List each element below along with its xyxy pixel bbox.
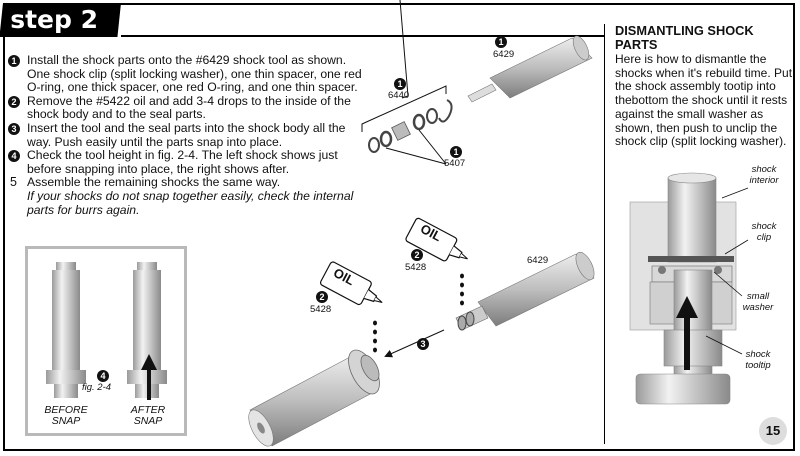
oil-right-part: 5428	[405, 262, 427, 273]
dismantle-diagram	[629, 172, 749, 405]
step-3-text: Insert the tool and the seal parts into …	[27, 120, 346, 149]
oil-drops-left	[373, 320, 377, 353]
label-small-washer: small washer	[742, 291, 774, 313]
set-6440-marker: 1	[394, 78, 406, 90]
step-4-marker: 4	[8, 150, 20, 163]
step-1-marker: 1	[8, 55, 20, 67]
insert-arrow	[384, 329, 445, 358]
shock-tool-6429	[467, 35, 593, 103]
step-5-note: If your shocks do not snap together easi…	[27, 188, 354, 217]
oil-left-marker: 2	[316, 291, 328, 303]
oil-left-part: 5428	[310, 304, 332, 315]
label-shock-clip: shock clip	[751, 221, 777, 243]
push-up-arrow-icon	[676, 296, 698, 370]
after-snap-shock	[127, 262, 167, 400]
before-snap-label: BEFORE SNAP	[44, 404, 88, 427]
set-6440-label: 6440	[388, 90, 410, 101]
step-1: 1 Install the shock parts onto the #6429…	[8, 53, 368, 95]
dismantling-text: Here is how to dismantle the shocks when…	[615, 52, 793, 149]
page-number: 15	[759, 417, 787, 445]
label-shock-tooltip: shock tooltip	[745, 349, 771, 371]
step-1-text: Install the shock parts onto the #6429 s…	[27, 53, 362, 95]
header-rule	[121, 35, 605, 37]
step-3: 3 Insert the tool and the seal parts int…	[8, 120, 368, 149]
fig-2-4-marker: 4	[97, 370, 109, 382]
instruction-list: 1 Install the shock parts onto the #6429…	[8, 53, 368, 217]
step-2-text: Remove the #5422 oil and add 3-4 drops t…	[27, 93, 351, 122]
before-snap-shock	[46, 262, 86, 398]
step-5-text: Assemble the remaining shocks the same w…	[27, 175, 281, 190]
step-5: 5 Assemble the remaining shocks the same…	[8, 176, 368, 217]
tool-6429-marker: 1	[495, 36, 507, 48]
step-3-marker: 3	[8, 122, 20, 135]
step-4-text: Check the tool height in fig. 2-4. The l…	[27, 148, 338, 176]
tool-6429-label: 6429	[493, 49, 515, 60]
insert-step-marker: 3	[417, 338, 429, 350]
spacer-5407-marker: 1	[450, 146, 462, 158]
oil-bottle-left	[319, 261, 383, 306]
after-snap-label: AFTER SNAP	[130, 404, 166, 427]
seal-parts-set	[368, 99, 453, 153]
tool-with-seals-6429	[455, 251, 595, 331]
column-divider	[604, 24, 605, 444]
oil-right-marker: 2	[411, 249, 423, 261]
bracket-6440	[361, 85, 447, 132]
fig-2-4-label: fig. 2-4	[82, 382, 112, 393]
oil-drops-right	[460, 273, 464, 306]
page-frame	[3, 3, 795, 451]
up-arrow-icon	[141, 354, 157, 400]
step-5-marker: 5	[10, 175, 17, 190]
dismantling-title: DISMANTLING SHOCK PARTS	[615, 23, 754, 52]
step-4: 4 Check the tool height in fig. 2-4. The…	[8, 148, 368, 176]
step-2-marker: 2	[8, 95, 20, 108]
shock-body	[248, 349, 380, 447]
spacer-5407-label: 5407	[444, 158, 466, 169]
oil-bottle-right	[405, 217, 468, 262]
label-shock-interior: shock interior	[749, 164, 779, 186]
step-2: 2 Remove the #5422 oil and add 3-4 drops…	[8, 93, 368, 122]
assembly-tool-label: 6429	[527, 255, 549, 266]
